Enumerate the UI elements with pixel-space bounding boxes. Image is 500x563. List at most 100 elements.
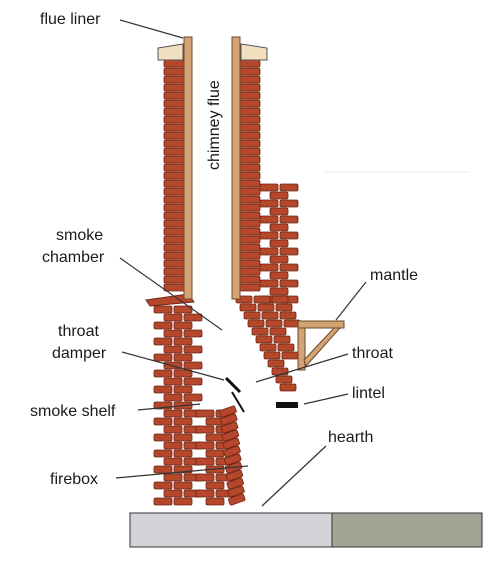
right-flue-brick-wall xyxy=(239,59,261,292)
brick xyxy=(239,155,261,164)
brick xyxy=(239,131,261,140)
brick xyxy=(239,243,261,252)
throat-damper-label-line1: throat xyxy=(58,323,99,340)
brick xyxy=(163,99,185,108)
brick xyxy=(163,163,185,172)
brick xyxy=(271,367,289,376)
brick xyxy=(205,433,225,442)
mantle-upright xyxy=(297,327,306,371)
brick xyxy=(239,91,261,100)
flue-liner-label: flue liner xyxy=(40,11,101,28)
brick xyxy=(239,235,261,244)
brick xyxy=(163,147,185,156)
floor-right-slab xyxy=(331,512,483,548)
throat-damper-label-line2: damper xyxy=(52,345,107,362)
brick xyxy=(239,283,261,292)
smoke-chamber-label-line1: smoke xyxy=(56,227,103,244)
brick xyxy=(239,171,261,180)
brick xyxy=(163,267,185,276)
brick xyxy=(271,295,289,304)
brick xyxy=(163,425,183,434)
brick xyxy=(259,231,279,240)
brick xyxy=(183,393,203,402)
brick xyxy=(195,473,215,482)
brick xyxy=(247,319,265,328)
brick xyxy=(163,227,185,236)
throat-label: throat xyxy=(352,345,393,362)
brick xyxy=(224,453,242,466)
right-chimney-cap xyxy=(240,43,268,61)
brick xyxy=(173,321,193,330)
brick xyxy=(279,199,299,208)
brick xyxy=(163,195,185,204)
brick xyxy=(279,215,299,224)
brick xyxy=(173,353,193,362)
brick xyxy=(173,385,193,394)
brick xyxy=(243,311,261,320)
brick xyxy=(163,67,185,76)
mantle-brace xyxy=(303,327,342,367)
brick xyxy=(239,227,261,236)
brick xyxy=(163,131,185,140)
brick xyxy=(251,327,269,336)
brick xyxy=(163,107,185,116)
brick xyxy=(279,279,299,288)
firebox-slope-bricks xyxy=(219,405,246,506)
brick xyxy=(163,219,185,228)
brick xyxy=(259,247,279,256)
brick xyxy=(153,385,173,394)
brick xyxy=(163,115,185,124)
brick xyxy=(195,457,215,466)
brick xyxy=(279,311,297,320)
right-stepped-brick-wall xyxy=(259,183,299,304)
brick xyxy=(163,155,185,164)
brick xyxy=(183,313,203,322)
brick xyxy=(261,311,279,320)
brick xyxy=(259,343,277,352)
brick xyxy=(275,303,293,312)
brick xyxy=(279,263,299,272)
brick xyxy=(195,441,215,450)
mantle-leader xyxy=(335,281,367,321)
mantle-label: mantle xyxy=(370,267,418,284)
brick xyxy=(153,321,173,330)
brick xyxy=(281,351,299,360)
floor-left-slab xyxy=(129,512,333,548)
brick xyxy=(239,195,261,204)
brick xyxy=(173,337,193,346)
brick xyxy=(263,351,281,360)
brick xyxy=(275,375,293,384)
brick xyxy=(163,313,183,322)
brick xyxy=(205,497,225,506)
smoke-chamber-slope-bricks xyxy=(235,295,301,392)
left-flue-liner xyxy=(183,36,193,300)
brick xyxy=(239,219,261,228)
brick xyxy=(153,497,173,506)
throat-damper-plate xyxy=(224,376,242,394)
brick xyxy=(153,417,173,426)
brick xyxy=(163,251,185,260)
brick xyxy=(223,445,241,458)
brick xyxy=(163,345,183,354)
brick xyxy=(163,83,185,92)
brick xyxy=(253,295,271,304)
brick xyxy=(173,369,193,378)
brick xyxy=(163,187,185,196)
brick xyxy=(163,179,185,188)
brick xyxy=(255,335,273,344)
brick xyxy=(153,481,173,490)
brick xyxy=(195,425,215,434)
brick xyxy=(183,329,203,338)
brick xyxy=(259,215,279,224)
brick xyxy=(205,449,225,458)
brick xyxy=(195,409,215,418)
brick xyxy=(239,67,261,76)
brick xyxy=(239,203,261,212)
brick xyxy=(259,199,279,208)
brick xyxy=(239,99,261,108)
brick xyxy=(163,409,183,418)
smoke-chamber-label-line2: chamber xyxy=(42,249,105,266)
brick xyxy=(239,259,261,268)
brick xyxy=(279,183,299,192)
brick xyxy=(239,211,261,220)
